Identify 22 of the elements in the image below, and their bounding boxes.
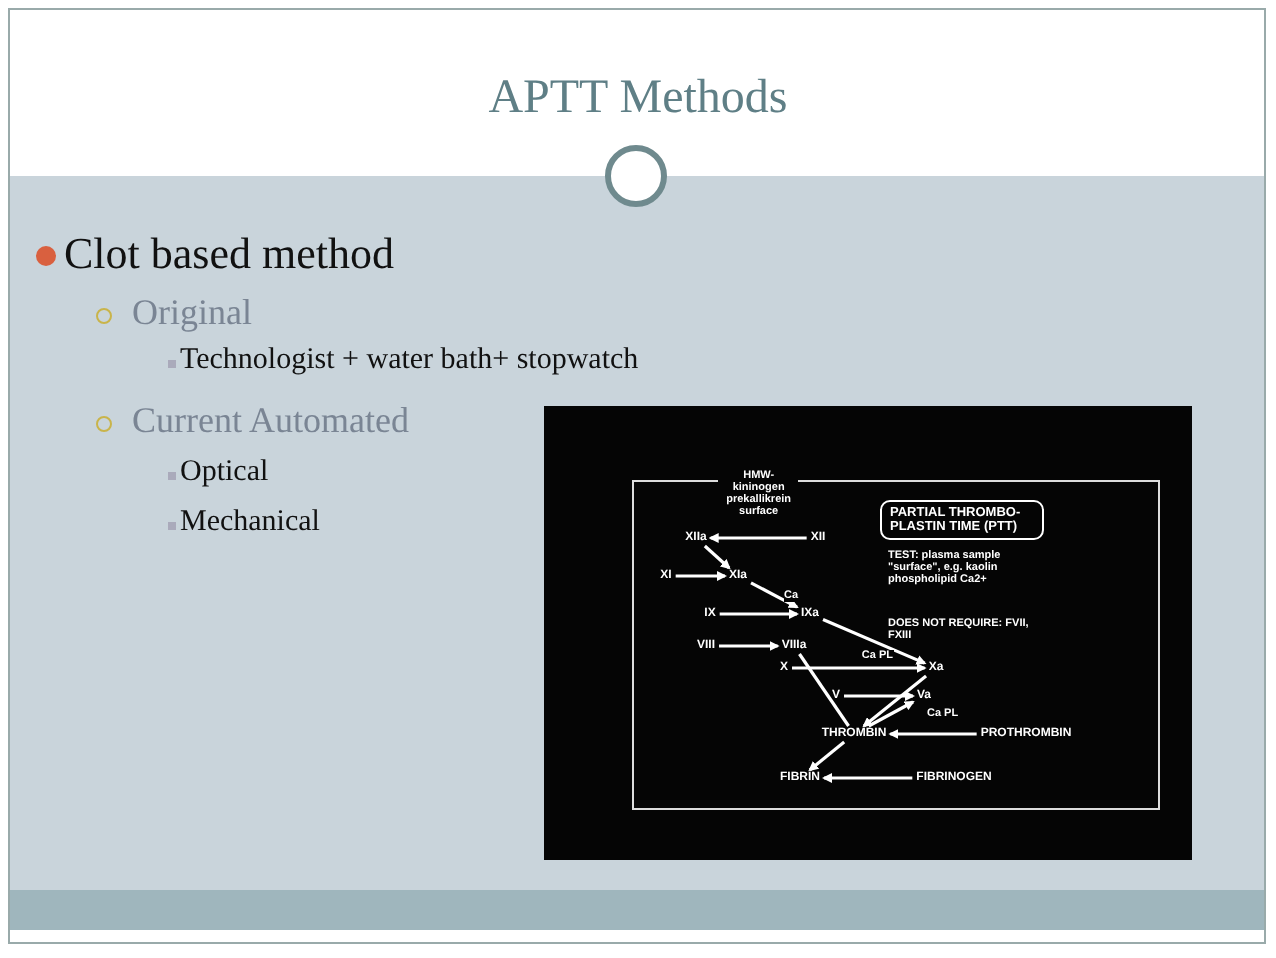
arrow [822, 618, 927, 665]
bullet-text: Current Automated [132, 400, 409, 442]
connector-line [798, 653, 850, 727]
arrow [844, 691, 915, 701]
arrow [808, 740, 846, 772]
bullet-text: Technologist + water bath+ stopwatch [180, 344, 639, 378]
bullet-text: Clot based method [64, 228, 394, 280]
arrow [867, 700, 915, 728]
arrow [675, 571, 727, 581]
arrow [822, 773, 913, 783]
bullet-text: Mechanical [180, 506, 320, 540]
bullet-text: Original [132, 292, 252, 334]
arrow [862, 674, 928, 728]
bullet-text: Optical [180, 456, 269, 490]
slide-title: APTT Methods [486, 72, 790, 126]
arrow [750, 581, 799, 609]
arrow [708, 533, 807, 543]
arrow [792, 663, 927, 673]
arrow [703, 544, 731, 570]
arrow [719, 609, 799, 619]
arrow [719, 641, 780, 651]
arrow [888, 729, 977, 739]
